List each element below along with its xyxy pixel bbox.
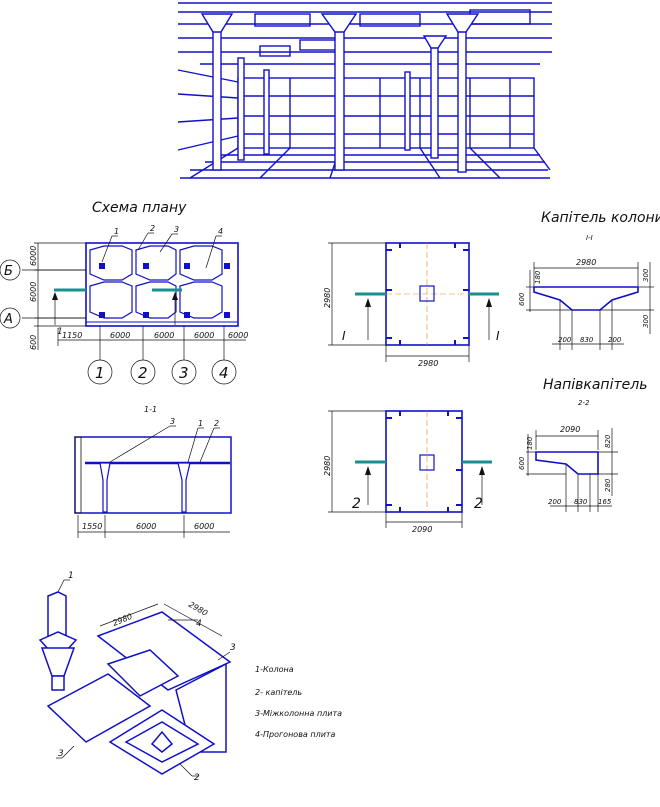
plan-columns — [99, 263, 230, 318]
half-capital-plan-view: 2 2 2980 2090 — [323, 410, 492, 534]
axis-number-3: 3 — [179, 364, 189, 382]
plan-dim-bottom-2: 6000 — [110, 331, 130, 340]
capital-dim-right-2: 300 — [642, 314, 650, 328]
section-callout-2: 2 — [214, 419, 219, 428]
capital-title: Капітель колони — [541, 210, 660, 226]
capital-dim-left-1: 180 — [534, 270, 542, 284]
plan-slabs — [89, 245, 223, 319]
capital-section: Капітель колони I-I 2980 180 600 300 300… — [518, 210, 660, 350]
section-dim-1: 1550 — [82, 522, 102, 531]
plan-dim-bottom-3: 6000 — [154, 331, 174, 340]
capital-section-label: I-I — [586, 234, 593, 242]
legend-item-1: 1-Колона — [255, 665, 294, 674]
plan-dim-left-3: 600 — [29, 335, 38, 350]
axis-number-4: 4 — [219, 364, 229, 382]
section-1-1-title: 1-1 — [144, 405, 157, 414]
plan-view-2-dim-height: 2980 — [323, 456, 332, 476]
iso-callout-2: 2 — [194, 773, 200, 783]
plan-dim-bottom-4: 6000 — [194, 331, 214, 340]
plan-callout-1: 1 — [114, 227, 119, 236]
section-dim-3: 6000 — [194, 522, 214, 531]
capital-dim-bottom-3: 200 — [608, 336, 622, 344]
plan-callout-3: 3 — [174, 225, 179, 234]
half-capital-dim-bottom-3: 165 — [598, 498, 612, 506]
iso-callout-3-right: 3 — [230, 643, 236, 653]
axis-letter-b: Б — [4, 264, 13, 279]
half-capital-section: Напівкапітель 2-2 2090 180 600 820 280 2… — [518, 377, 647, 512]
plan-dim-bottom-5: 6000 — [228, 331, 248, 340]
iso-callout-3-left: 3 — [58, 749, 64, 759]
section-callout-3: 3 — [170, 417, 175, 426]
plan-outline — [85, 242, 239, 327]
plan-view-1-dim-width: 2980 — [418, 359, 438, 368]
section-1-1: 1-1 3 1 2 1550 6000 6000 — [74, 405, 232, 538]
half-capital-dim-top: 2090 — [560, 425, 580, 434]
section-dim-2: 6000 — [136, 522, 156, 531]
capital-dim-right-1: 300 — [642, 268, 650, 282]
perspective-view — [177, 2, 552, 179]
plan-scheme: Схема плану 1 — [0, 200, 248, 385]
capital-dim-top: 2980 — [576, 258, 596, 267]
capital-dim-bottom-2: 830 — [580, 336, 594, 344]
half-capital-dim-left-1: 180 — [526, 436, 534, 450]
plan-dim-left-2: 6000 — [29, 282, 38, 302]
legend-item-4: 4-Прогонова плита — [255, 730, 336, 739]
axis-letter-a: А — [3, 312, 13, 327]
half-capital-dim-right-1: 820 — [604, 434, 612, 448]
isometric-assembly: 1 2 3 3 4 2980 2980 — [38, 571, 236, 783]
cut-mark-2-left: 2 — [352, 496, 361, 512]
plan-dim-bottom-1: 1150 — [62, 331, 82, 340]
half-capital-dim-left-2: 600 — [518, 456, 526, 470]
plan-cut-mark: 1 — [57, 327, 63, 337]
capital-dim-left-2: 600 — [518, 292, 526, 306]
capital-dim-bottom-1: 200 — [558, 336, 572, 344]
axis-number-2: 2 — [138, 364, 148, 382]
plan-view-1-dim-height: 2980 — [323, 288, 332, 308]
cut-mark-1-left: I — [342, 329, 346, 343]
legend-item-2: 2- капітель — [255, 688, 302, 697]
half-capital-dim-right-2: 280 — [604, 478, 612, 492]
plan-callout-4: 4 — [218, 227, 223, 236]
iso-callout-4: 4 — [196, 619, 202, 629]
cut-mark-2-right: 2 — [474, 496, 483, 512]
half-capital-section-label: 2-2 — [578, 399, 590, 407]
half-capital-title: Напівкапітель — [543, 377, 647, 393]
plan-view-2-dim-width: 2090 — [412, 525, 432, 534]
cut-mark-1-right: I — [496, 329, 500, 343]
plan-title: Схема плану — [92, 200, 187, 216]
axis-number-1: 1 — [95, 364, 105, 382]
legend: 1-Колона 2- капітель 3-Міжколонна плита … — [255, 665, 342, 739]
plan-callout-2: 2 — [150, 224, 155, 233]
iso-callout-1: 1 — [68, 571, 74, 581]
plan-dim-left-1: 6000 — [29, 246, 38, 266]
section-callout-1: 1 — [198, 419, 203, 428]
half-capital-dim-bottom-1: 200 — [548, 498, 562, 506]
capital-plan-view: I I 2980 2980 — [323, 242, 500, 368]
legend-item-3: 3-Міжколонна плита — [255, 709, 342, 718]
half-capital-dim-bottom-2: 830 — [574, 498, 588, 506]
iso-dim-2: 2980 — [187, 600, 209, 618]
